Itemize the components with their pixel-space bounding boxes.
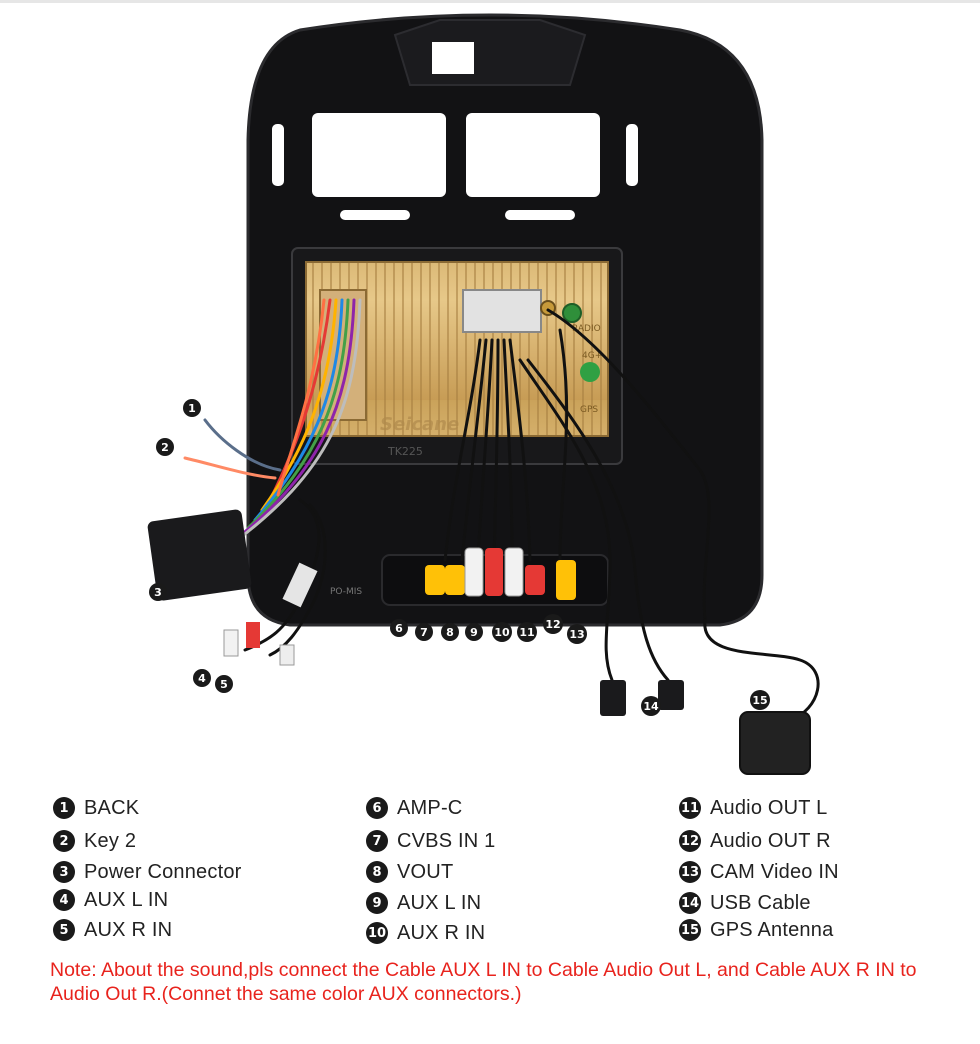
callout-10: 10 [492,622,512,642]
legend-item: 6 AMP-C [366,795,462,821]
legend-item: 1 BACK [53,795,139,821]
legend-item: 12 Audio OUT R [679,828,831,854]
legend-label: AUX R IN [397,921,486,944]
svg-text:2: 2 [161,441,169,454]
callout-2: 2 [156,438,174,456]
legend-label: CAM Video IN [710,860,839,883]
legend-label: AUX L IN [84,888,169,911]
callout-9: 9 [465,623,483,641]
legend-label: USB Cable [710,891,811,914]
svg-text:13: 13 [569,628,584,641]
callout-8: 8 [441,623,459,641]
legend-label: CVBS IN 1 [397,829,496,852]
callout-4: 4 [193,669,211,687]
legend-item: 13 CAM Video IN [679,859,839,885]
svg-text:4G+: 4G+ [582,351,602,361]
svg-text:10: 10 [494,626,510,639]
svg-text:GPS: GPS [580,405,598,415]
legend-item: 3 Power Connector [53,859,242,885]
svg-text:12: 12 [545,618,560,631]
number-badge: 12 [679,830,701,852]
legend-item: 8 VOUT [366,859,453,885]
legend-label: Key 2 [84,829,137,852]
legend-label: VOUT [397,860,454,883]
number-badge: 10 [366,922,388,944]
svg-text:9: 9 [470,626,478,639]
svg-text:3: 3 [154,586,162,599]
number-badge: 2 [53,830,75,852]
top-divider [0,0,980,3]
legend-label: Audio OUT L [710,796,828,819]
legend-label: BACK [84,796,140,819]
legend-item: 11 Audio OUT L [679,795,827,821]
legend-item: 5 AUX R IN [53,917,172,943]
svg-text:6: 6 [395,622,403,635]
number-badge: 14 [679,892,701,914]
legend-label: GPS Antenna [710,918,834,941]
number-badge: 6 [366,797,388,819]
svg-text:15: 15 [752,694,767,707]
svg-text:RADIO: RADIO [572,324,601,334]
callout-1: 1 [183,399,201,417]
number-badge: 11 [679,797,701,819]
rca-plugs [425,547,811,775]
number-badge: 3 [53,861,75,883]
callout-13: 13 [567,624,587,644]
legend-label: Audio OUT R [710,829,831,852]
number-badge: 7 [366,830,388,852]
legend-item: 10 AUX R IN [366,920,485,946]
number-badge: 8 [366,861,388,883]
svg-text:1: 1 [188,402,196,415]
svg-text:11: 11 [519,626,534,639]
callout-15: 15 [750,690,770,710]
svg-text:PO-MIS: PO-MIS [330,587,362,597]
legend-label: Power Connector [84,860,242,883]
sound-connection-note: Note: About the sound,pls connect the Ca… [50,959,917,1005]
callout-11: 11 [517,622,537,642]
number-badge: 9 [366,892,388,914]
number-badge: 1 [53,797,75,819]
wiring-illustration: RADIO 4G+ GPS Seicane TK225 PO-MIS [147,13,820,775]
svg-text:8: 8 [446,626,454,639]
legend-item: 2 Key 2 [53,828,136,854]
number-badge: 15 [679,919,701,941]
svg-text:14: 14 [643,700,659,713]
legend-item: 15 GPS Antenna [679,917,833,943]
number-badge: 4 [53,889,75,911]
svg-text:Seicane: Seicane [380,414,459,435]
callout-12: 12 [543,614,563,634]
callout-3: 3 [149,583,167,601]
callout-6: 6 [390,619,408,637]
number-badge: 13 [679,861,701,883]
svg-text:5: 5 [220,678,228,691]
number-badge: 5 [53,919,75,941]
legend-item: 7 CVBS IN 1 [366,828,496,854]
legend-label: AMP-C [397,796,463,819]
legend-label: AUX R IN [84,918,173,941]
legend-item: 9 AUX L IN [366,890,481,916]
legend-label: AUX L IN [397,891,482,914]
legend-item: 14 USB Cable [679,890,811,916]
svg-text:4: 4 [198,672,206,685]
svg-text:TK225: TK225 [387,445,423,458]
svg-text:7: 7 [420,626,428,639]
callout-14: 14 [641,696,661,716]
callout-7: 7 [415,623,433,641]
callout-5: 5 [215,675,233,693]
legend-item: 4 AUX L IN [53,887,168,913]
